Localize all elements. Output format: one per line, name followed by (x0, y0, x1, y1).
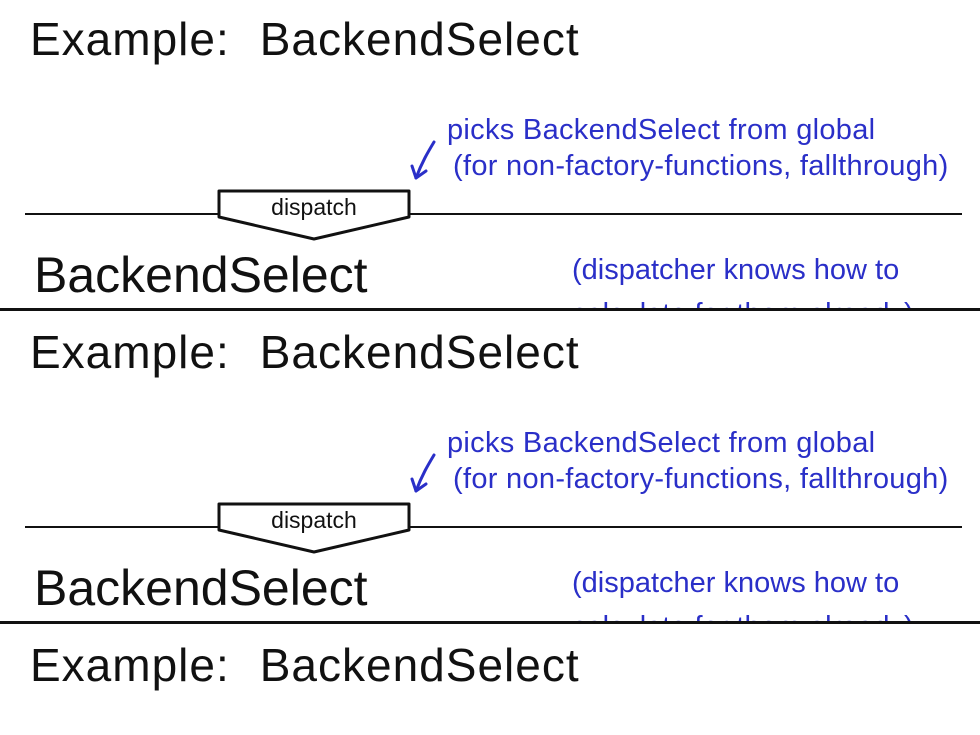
title-main: BackendSelect (259, 13, 580, 65)
curved-arrow-icon (410, 453, 436, 493)
note-line-1: picks BackendSelect from global (447, 114, 876, 146)
side-note: (dispatcher knows how to calculate for th… (572, 561, 914, 621)
slide-frame-3: Example: BackendSelect (0, 626, 980, 735)
title-main: BackendSelect (259, 639, 580, 691)
backend-select-label: BackendSelect (34, 560, 368, 616)
slide-title: Example: BackendSelect (30, 12, 580, 66)
title-prefix: Example: (30, 326, 230, 378)
slide-frame-2: Example: BackendSelect picks BackendSelec… (0, 313, 980, 623)
slide-title: Example: BackendSelect (30, 325, 580, 379)
note-line-2: (for non-factory-functions, fallthrough) (453, 150, 949, 182)
curved-arrow-icon (410, 140, 436, 180)
slide-frame-1: Example: BackendSelect picks BackendSelec… (0, 0, 980, 310)
note-line-2: (for non-factory-functions, fallthrough) (453, 463, 949, 495)
slide-title: Example: BackendSelect (30, 638, 580, 692)
title-main: BackendSelect (259, 326, 580, 378)
frame-divider (0, 308, 980, 311)
dispatch-label: dispatch (271, 507, 357, 533)
note-line-1: picks BackendSelect from global (447, 427, 876, 459)
annotation-note: picks BackendSelect from global (for non-… (447, 112, 948, 184)
title-prefix: Example: (30, 13, 230, 65)
dispatch-label: dispatch (271, 194, 357, 220)
dispatch-layer-line (25, 213, 962, 215)
side-note-line-1: (dispatcher knows how to (572, 254, 900, 286)
annotation-note: picks BackendSelect from global (for non-… (447, 425, 948, 497)
side-note: (dispatcher knows how to calculate for th… (572, 248, 914, 308)
dispatch-arrow-tab (217, 189, 411, 241)
title-prefix: Example: (30, 639, 230, 691)
dispatch-layer-line (25, 526, 962, 528)
side-note-line-2: calculate for them already) (572, 605, 914, 621)
side-note-line-2: calculate for them already) (572, 292, 914, 308)
backend-select-label: BackendSelect (34, 247, 368, 303)
dispatch-arrow-tab (217, 502, 411, 554)
side-note-line-1: (dispatcher knows how to (572, 567, 900, 599)
frame-divider (0, 621, 980, 624)
